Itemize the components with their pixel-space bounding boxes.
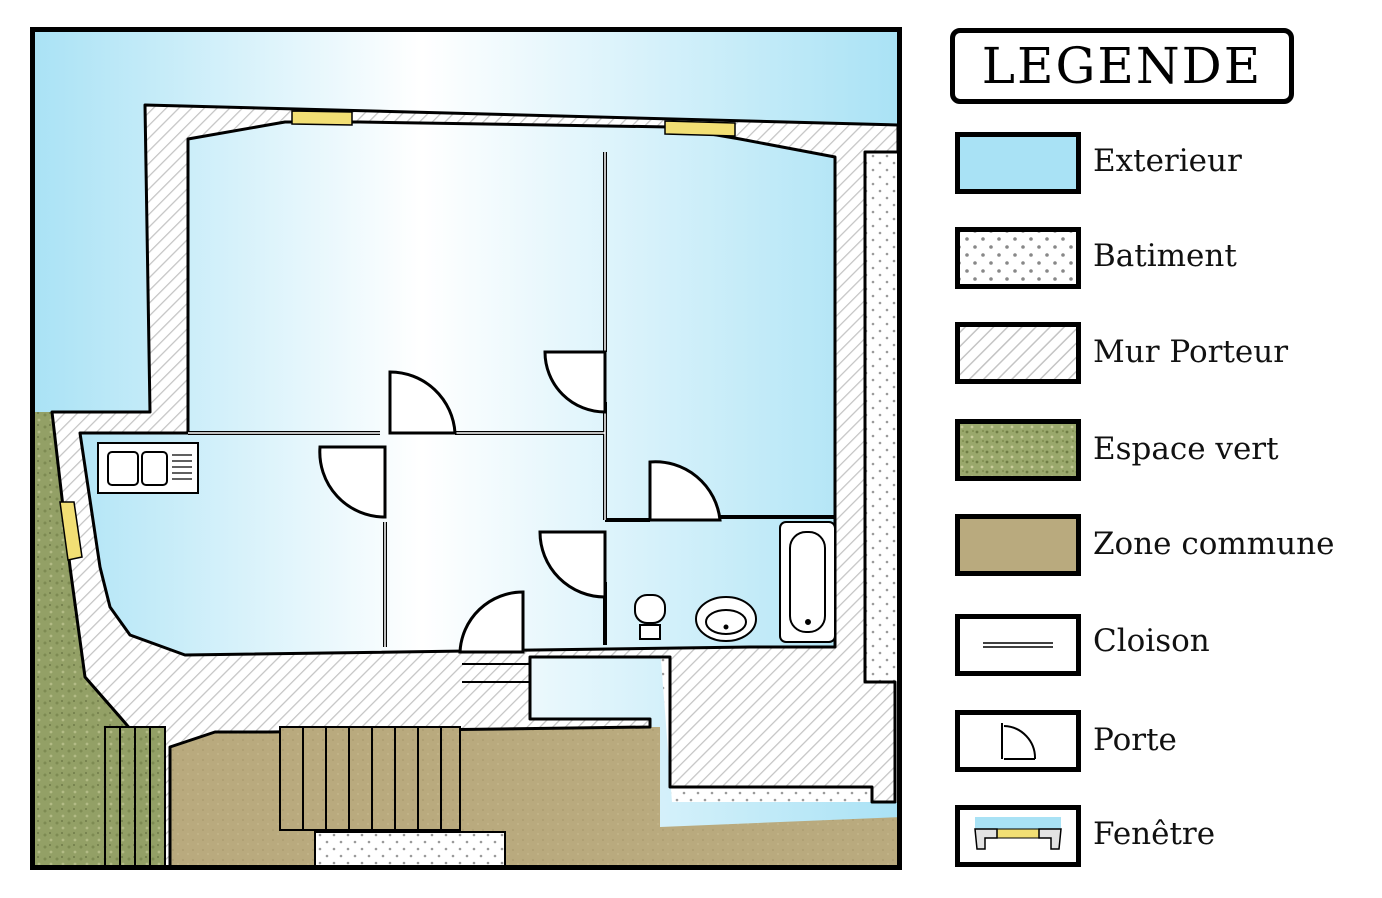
window-3 [59, 501, 83, 561]
legend-swatch-porte [955, 710, 1081, 772]
plan-frame [30, 27, 902, 870]
legend-label-porte: Porte [1093, 722, 1177, 758]
legend-label-exterieur: Exterieur [1093, 143, 1242, 179]
legend-label-espace-vert: Espace vert [1093, 431, 1279, 467]
legend-swatch-mur-porteur [955, 322, 1081, 384]
entry-steps [462, 663, 530, 683]
toilet [634, 594, 666, 640]
bathtub [779, 521, 836, 643]
legend-swatch-zone-commune [955, 514, 1081, 576]
legend-label-zone-commune: Zone commune [1093, 526, 1335, 562]
legend-label-fenetre: Fenêtre [1093, 816, 1216, 852]
legend-label-mur-porteur: Mur Porteur [1093, 334, 1289, 370]
window-2 [664, 120, 736, 137]
legend-swatch-cloison [955, 614, 1081, 676]
legend-label-batiment: Batiment [1093, 238, 1237, 274]
floor-plan [30, 27, 902, 870]
lower-building-block [314, 831, 506, 870]
door-arc-3 [318, 445, 387, 519]
partitions-inner [188, 152, 606, 647]
stairs [279, 726, 461, 831]
legend-swatch-batiment [955, 227, 1081, 289]
door-arc-1 [388, 370, 457, 435]
door-arc-6 [458, 590, 525, 654]
doors [318, 350, 722, 654]
door-arc-2 [543, 350, 607, 414]
washbasin [695, 596, 757, 642]
legend-swatch-espace-vert [955, 419, 1081, 481]
window-1 [291, 110, 353, 126]
legend-label-cloison: Cloison [1093, 623, 1210, 659]
windows [59, 110, 736, 561]
legend-swatch-exterieur [955, 132, 1081, 194]
load-bearing-walls [50, 103, 900, 870]
door-arc-4 [648, 460, 722, 522]
garden-steps [104, 726, 166, 870]
legend-title-text: LEGENDE [981, 37, 1263, 95]
kitchen-sink [97, 442, 199, 494]
door-arc-5 [538, 530, 607, 599]
legend-swatch-fenetre [955, 805, 1081, 867]
legend-title: LEGENDE [950, 28, 1294, 104]
